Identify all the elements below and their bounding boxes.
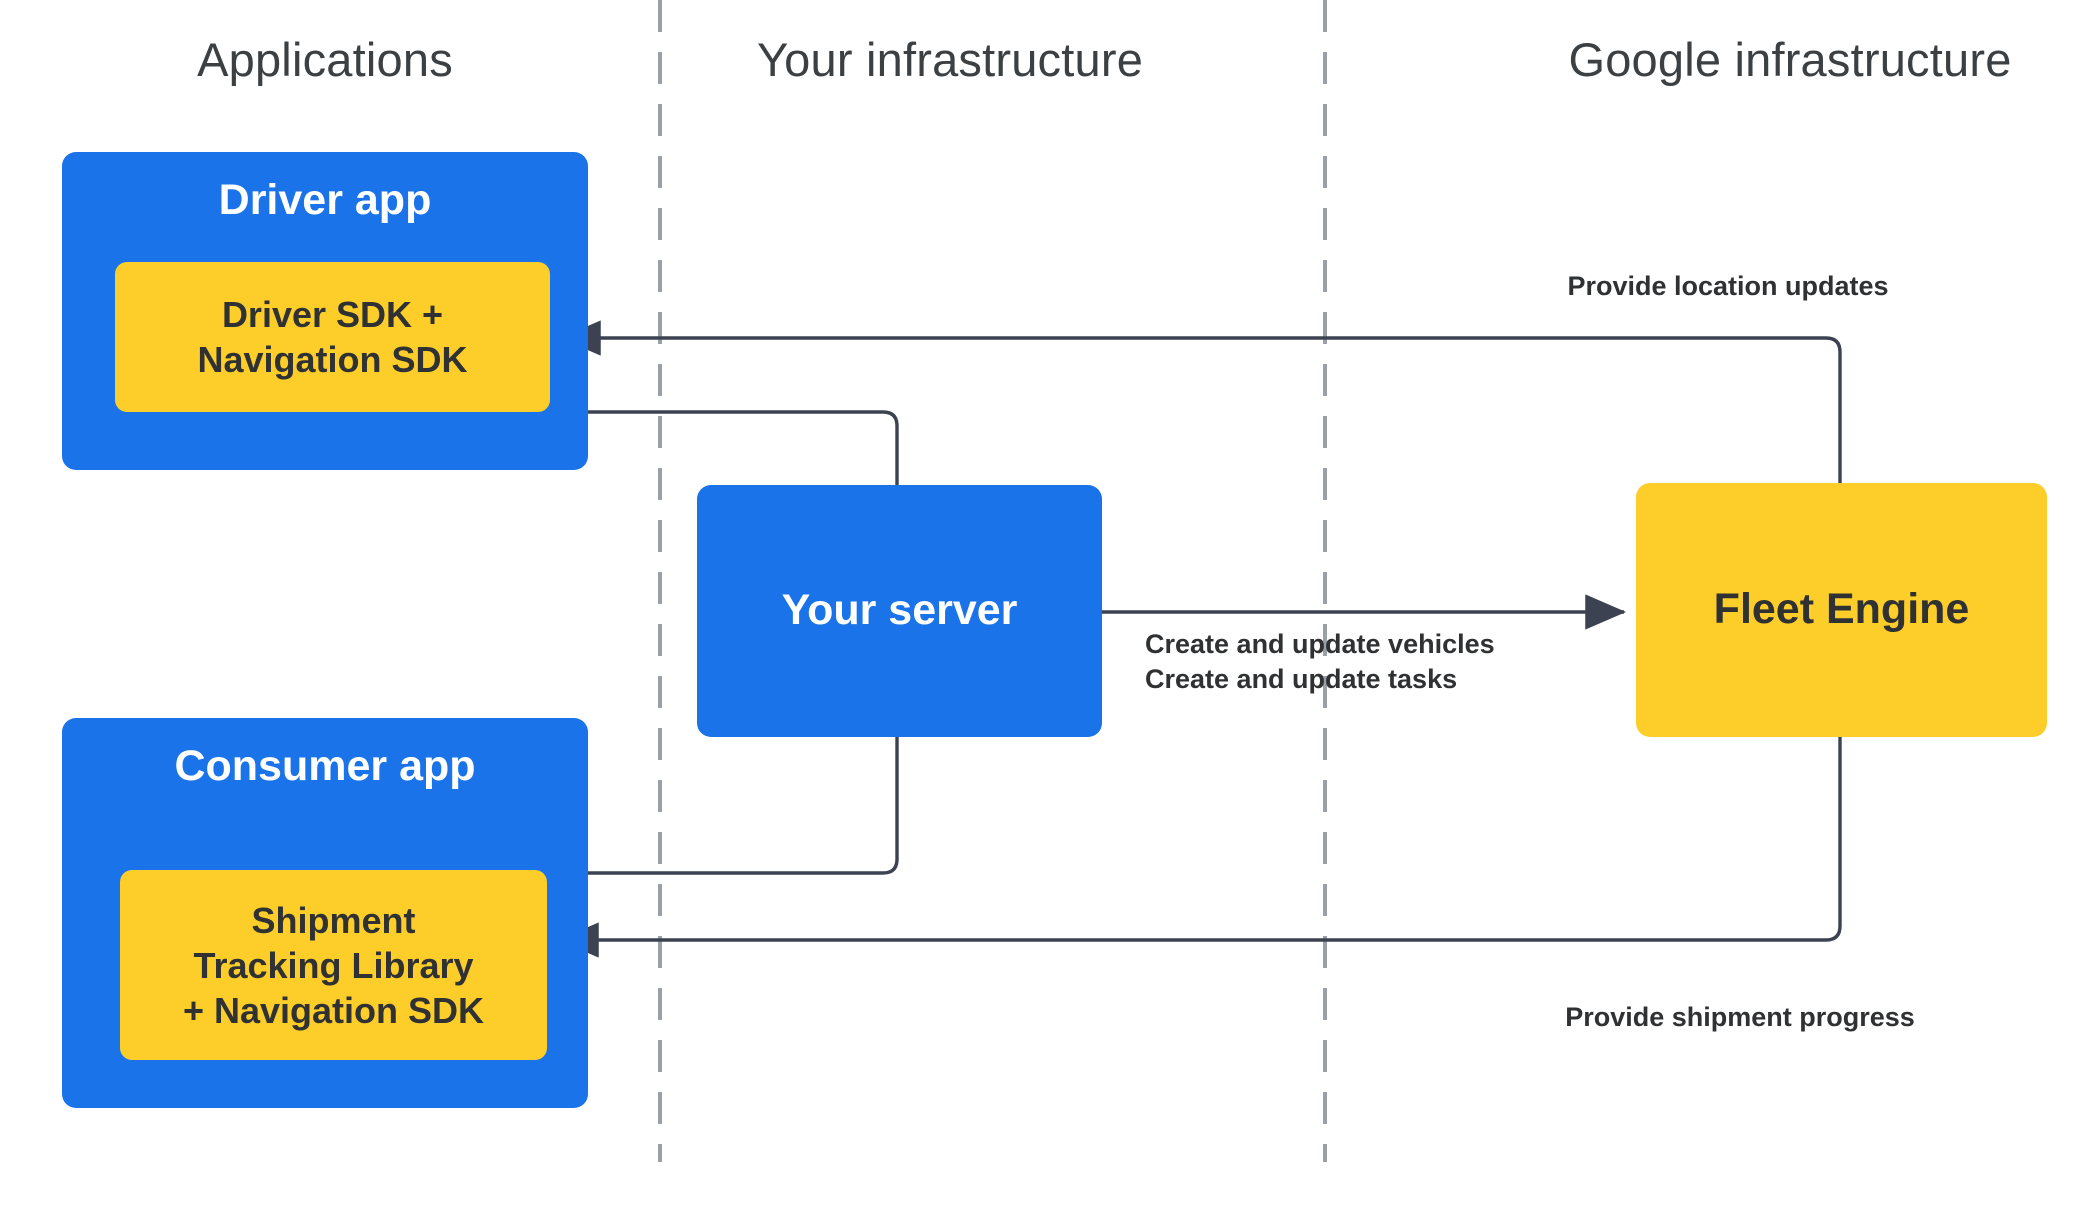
your-server-title: Your server xyxy=(781,586,1018,635)
edge-label-create-and-update-vehicles: Create and update vehicles xyxy=(1145,629,1495,659)
driver-sdk-label: Driver SDK + Navigation SDK xyxy=(197,292,467,382)
column-header-applications: Applications xyxy=(197,33,453,86)
driver-app-title: Driver app xyxy=(218,176,432,224)
edge-label-create-and-update-tasks: Create and update tasks xyxy=(1145,663,1458,694)
driver-sdk-box[interactable]: Driver SDK + Navigation SDK xyxy=(115,262,550,412)
consumer-sdk-line-1: Shipment xyxy=(251,899,416,941)
consumer-app-title: Consumer app xyxy=(174,742,476,790)
driver-sdk-line-2: Navigation SDK xyxy=(197,339,468,380)
edge-label-provide-location-updates: Provide location updates xyxy=(1567,271,1889,301)
shipment-tracking-sdk-label: Shipment Tracking Library + Navigation S… xyxy=(183,898,484,1033)
column-header-google-infrastructure: Google infrastructure xyxy=(1568,33,2012,86)
consumer-sdk-line-2: Tracking Library xyxy=(193,944,474,986)
column-header-your-infrastructure: Your infrastructure xyxy=(756,33,1144,86)
edge-provide-location-updates xyxy=(559,320,1842,483)
edge-label-provide-shipment-progress: Provide shipment progress xyxy=(1565,1002,1915,1032)
edge-provide-shipment-progress xyxy=(557,737,1842,958)
node-consumer-app[interactable]: Consumer app Shipment Tracking Library +… xyxy=(62,718,588,1108)
fleet-engine-title: Fleet Engine xyxy=(1713,585,1970,634)
driver-sdk-line-1: Driver SDK + xyxy=(221,294,444,335)
node-driver-app[interactable]: Driver app Driver SDK + Navigation SDK xyxy=(62,152,588,470)
node-your-server[interactable]: Your server xyxy=(697,485,1102,737)
edge-label-create-and-update: Create and update vehicles Create and up… xyxy=(1145,627,1495,696)
shipment-tracking-sdk-box[interactable]: Shipment Tracking Library + Navigation S… xyxy=(120,870,547,1060)
consumer-sdk-line-3: + Navigation SDK xyxy=(182,989,485,1031)
node-fleet-engine[interactable]: Fleet Engine xyxy=(1636,483,2047,737)
